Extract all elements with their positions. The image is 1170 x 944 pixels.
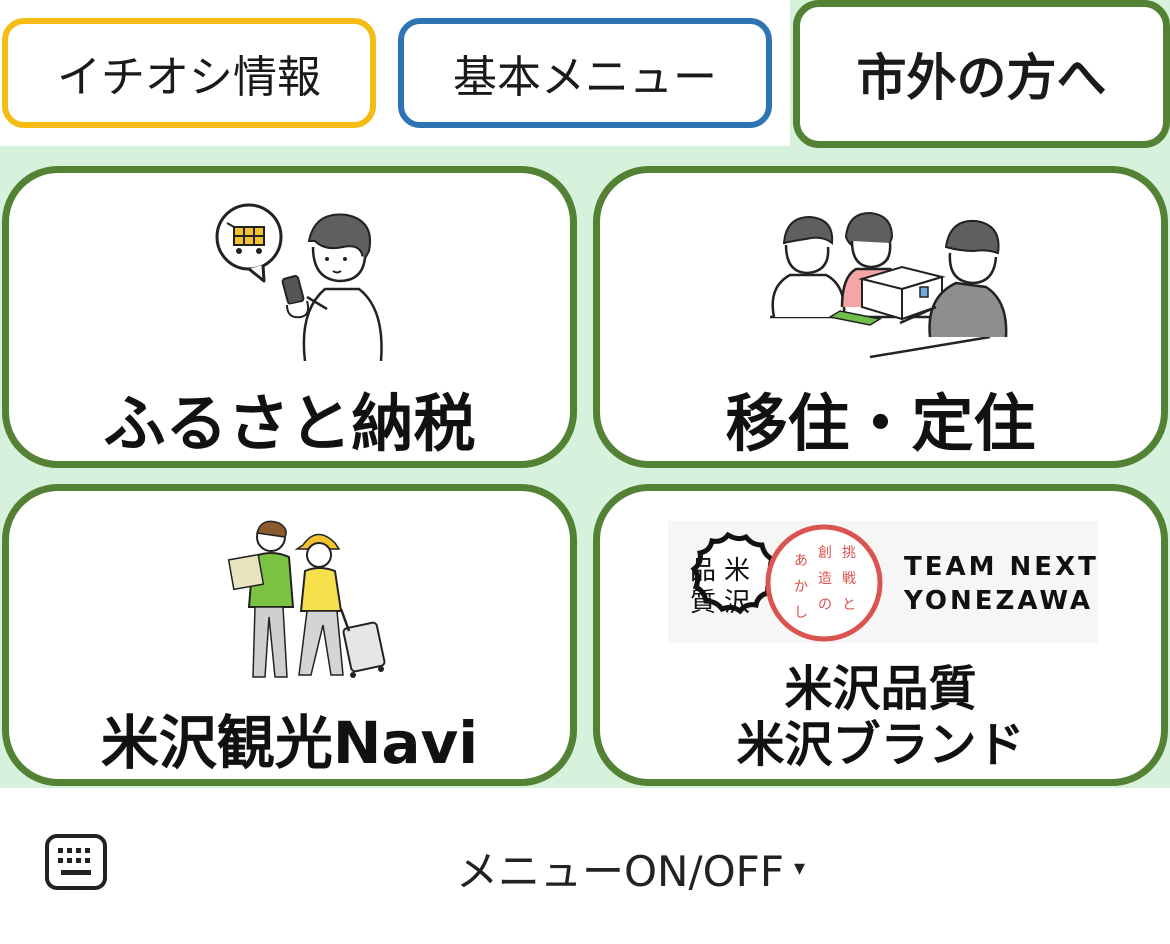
travelers-illustration [227, 520, 386, 678]
card-label: 米沢観光Navi [100, 709, 479, 777]
logo-circle-char: 戦 [842, 571, 856, 587]
card-label: 移住・定住 [725, 387, 1036, 460]
tab-label: 基本メニュー [453, 52, 717, 103]
logo-circle-char: あ [794, 553, 808, 569]
keyboard-icon[interactable] [44, 833, 108, 893]
shopping-cart-icon [215, 203, 283, 283]
migration-settlement-button[interactable]: 移住・定住 [593, 166, 1168, 468]
logo-circle-char: し [794, 605, 808, 621]
menu-toggle-button[interactable]: メニューON/OFF ▾ [456, 838, 805, 899]
logo-seal-char: 品 [690, 556, 716, 586]
furusato-nozei-button[interactable]: ふるさと納税 [2, 166, 577, 468]
tab-label: 市外の方へ [856, 49, 1107, 107]
card-label-line: 米沢ブランド [736, 717, 1025, 773]
logo-circle-char: か [794, 579, 808, 595]
card-label-multiline: 米沢品質 米沢ブランド [600, 661, 1161, 773]
logo-seal-char: 米 [724, 556, 750, 586]
logo-wordmark: YONEZAWA [903, 586, 1093, 616]
caret-down-icon: ▾ [794, 856, 806, 881]
yonezawa-brand-button[interactable]: 品 米 質 沢 挑 創 あ 戦 造 か と の し TEAM NEXT YONE… [593, 484, 1168, 786]
bottom-bar [0, 788, 1170, 944]
person-shopping-illustration [215, 203, 383, 361]
tab-label: イチオシ情報 [57, 52, 321, 103]
tab-for-outside-residents[interactable]: 市外の方へ [793, 0, 1170, 148]
card-label-line: 米沢品質 [784, 661, 977, 717]
consultation-illustration [770, 211, 1008, 359]
menu-toggle-label: メニューON/OFF [456, 847, 785, 896]
team-next-yonezawa-logo: 品 米 質 沢 挑 創 あ 戦 造 か と の し TEAM NEXT YONE… [668, 521, 1098, 643]
logo-seal-char: 質 [690, 588, 716, 618]
logo-circle-char: の [818, 597, 832, 613]
logo-circle-char: と [842, 597, 856, 613]
logo-circle-char: 挑 [842, 545, 856, 561]
tab-featured-info[interactable]: イチオシ情報 [2, 18, 376, 128]
yonezawa-sightseeing-navi-button[interactable]: 米沢観光Navi [2, 484, 577, 786]
card-label: ふるさと納税 [103, 387, 476, 460]
logo-circle-char: 創 [818, 545, 832, 561]
logo-seal-char: 沢 [724, 588, 750, 618]
tab-basic-menu[interactable]: 基本メニュー [398, 18, 772, 128]
logo-circle-char: 造 [818, 571, 832, 587]
logo-wordmark: TEAM NEXT [904, 552, 1098, 582]
